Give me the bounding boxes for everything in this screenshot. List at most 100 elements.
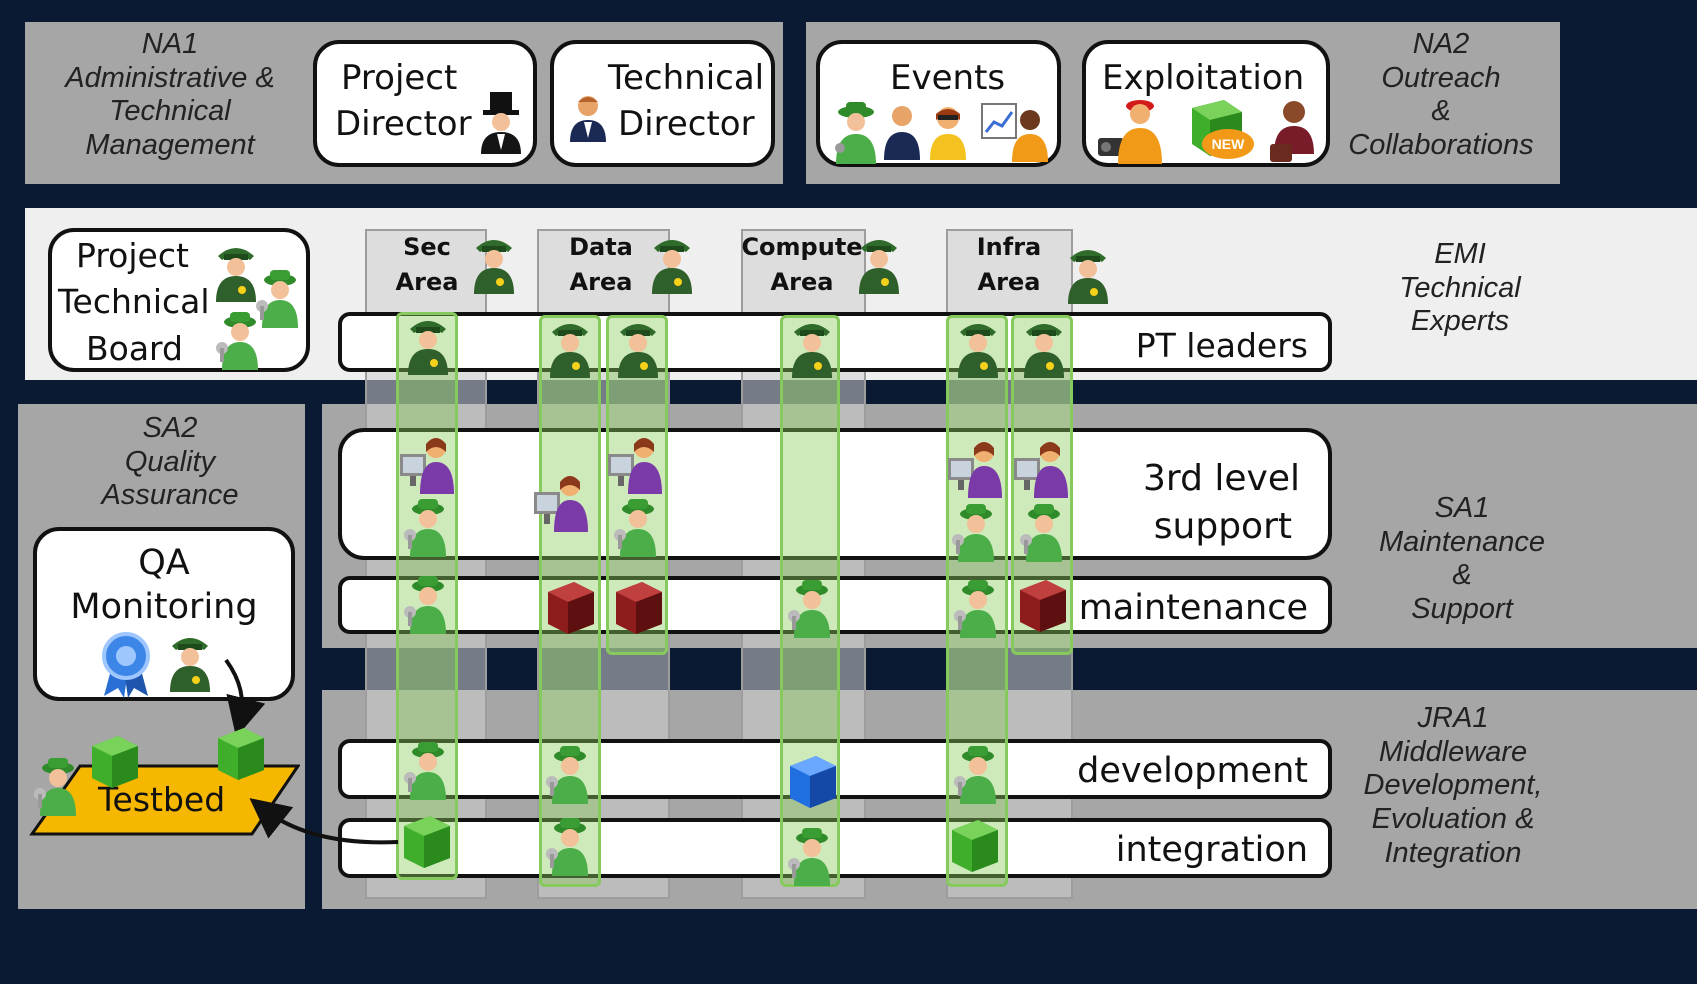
jra1-line4: Evoluation & — [1371, 802, 1535, 835]
award-ribbon-icon — [102, 632, 150, 698]
emi-line3: Experts — [1410, 305, 1510, 338]
sa1-label: SA1 Maintenance & Support — [1362, 492, 1562, 627]
third-level-support-row: 3rd level support — [338, 428, 1332, 560]
compute-maintenance-icon — [786, 576, 834, 643]
jra1-line2: Middleware — [1378, 735, 1528, 768]
data-engineer-icon — [612, 495, 660, 562]
infra-support-icon-2 — [1012, 436, 1072, 503]
pt-leaders-label: PT leaders — [1135, 326, 1308, 365]
infra-dev-icon — [952, 742, 1000, 809]
infra-support-icon-1 — [946, 436, 1006, 503]
data-support-icon-1 — [532, 470, 592, 537]
data-area-header: Data Area — [546, 230, 656, 300]
testbed-engineer-icon — [32, 754, 80, 821]
integration-row: integration — [338, 818, 1332, 878]
ptb-line2: Technical — [58, 282, 210, 321]
sec-maintenance-icon — [402, 572, 450, 639]
data-support-icon-2 — [606, 432, 666, 499]
na1-label: NA1 Administrative & Technical Managemen… — [40, 28, 300, 163]
data-integration-icon — [544, 814, 592, 881]
infra-area-header: Infra Area — [954, 230, 1064, 300]
ptb-line1: Project — [76, 236, 189, 275]
infra-maintenance-cube — [1016, 578, 1068, 639]
infra-maintenance-icon — [952, 576, 1000, 643]
exploitation-box: Exploitation NEW — [1082, 40, 1330, 167]
sa1-line4: Support — [1411, 592, 1513, 625]
compute-integration-icon — [786, 824, 834, 891]
qa-to-testbed-arrow — [224, 658, 266, 738]
jra1-line1: JRA1 — [1417, 702, 1489, 734]
sec-support-icon — [398, 432, 458, 499]
sec-area-header: Sec Area — [372, 230, 482, 300]
ptb-officer-icon-1 — [212, 240, 260, 307]
sec-area-line1: Sec — [403, 233, 451, 261]
exploitation-label: Exploitation — [1102, 58, 1305, 98]
events-label: Events — [890, 58, 1006, 98]
na1-line4: Management — [85, 128, 255, 161]
emi-line2: Technical — [1399, 271, 1521, 304]
project-director-line2: Director — [335, 104, 472, 144]
jra1-label: JRA1 Middleware Development, Evoluation … — [1348, 702, 1558, 870]
data-area-line2: Area — [569, 267, 633, 296]
project-director-line1: Project — [341, 58, 458, 98]
integration-label: integration — [1115, 830, 1308, 870]
na2-line1: NA2 — [1412, 28, 1470, 60]
compute-officer-icon — [855, 232, 903, 299]
testbed-cube-2 — [214, 726, 266, 787]
emi-line1: EMI — [1434, 238, 1486, 270]
sec-integration-cube — [400, 814, 452, 875]
infra-area-line2: Area — [977, 267, 1041, 296]
sec-officer-icon — [470, 232, 518, 299]
sec-area-line2: Area — [395, 267, 459, 296]
maintenance-label: maintenance — [1078, 588, 1308, 628]
technical-director-line2: Director — [618, 104, 755, 144]
qa-officer-icon — [166, 630, 214, 697]
na1-line2: Administrative & — [65, 61, 275, 94]
sa2-line3: Assurance — [101, 479, 239, 512]
data-officer-icon — [648, 232, 696, 299]
top-hat-person-icon — [481, 92, 521, 154]
compute-dev-cube — [786, 754, 838, 815]
qa-monitoring-box: QA Monitoring — [33, 527, 295, 701]
integration-to-testbed-arrow — [249, 798, 399, 845]
jra1-line3: Development, — [1363, 769, 1543, 802]
events-box: Events — [816, 40, 1061, 167]
qa-monitoring-line2: Monitoring — [70, 587, 258, 627]
third-level-label-line1: 3rd level — [1143, 458, 1300, 499]
sec-engineer-icon — [402, 495, 450, 562]
sa2-label: SA2 Quality Assurance — [70, 412, 270, 513]
exploitation-icons: NEW — [1098, 100, 1314, 164]
data-pt-leader-icon-2 — [614, 316, 662, 383]
na1-line3: Technical — [109, 95, 231, 128]
compute-area-header: Compute Area — [741, 230, 863, 300]
na2-label: NA2 Outreach & Collaborations — [1335, 28, 1547, 163]
pt-leaders-row: PT leaders — [338, 312, 1332, 372]
testbed-label: Testbed — [98, 780, 226, 819]
compute-pt-leader-icon — [788, 316, 836, 383]
compute-area-line2: Area — [770, 267, 834, 296]
na2-line2: Outreach — [1381, 61, 1501, 94]
project-director-box: Project Director — [313, 40, 537, 167]
technical-director-box: Technical Director — [550, 40, 775, 167]
sec-pt-leader-icon — [404, 313, 452, 380]
infra-pt-leader-icon-1 — [954, 316, 1002, 383]
data-dev-icon — [544, 742, 592, 809]
na1-line1: NA1 — [141, 28, 199, 60]
ptb-line3: Board — [86, 329, 183, 368]
project-technical-board-box: Project Technical Board — [48, 228, 310, 372]
sa2-line1: SA2 — [142, 412, 198, 444]
jra1-line5: Integration — [1384, 836, 1522, 869]
director-person-icon — [570, 96, 606, 142]
technical-director-line1: Technical — [608, 58, 765, 98]
ptb-engineer-icon-2 — [214, 308, 262, 375]
testbed-cube-1 — [88, 734, 140, 795]
na2-line3: & — [1431, 95, 1451, 128]
compute-area-line1: Compute — [741, 233, 863, 261]
data-pt-leader-icon-1 — [546, 316, 594, 383]
infra-area-line1: Infra — [976, 233, 1042, 261]
sa2-line2: Quality — [124, 445, 216, 478]
infra-officer-icon — [1064, 242, 1112, 309]
